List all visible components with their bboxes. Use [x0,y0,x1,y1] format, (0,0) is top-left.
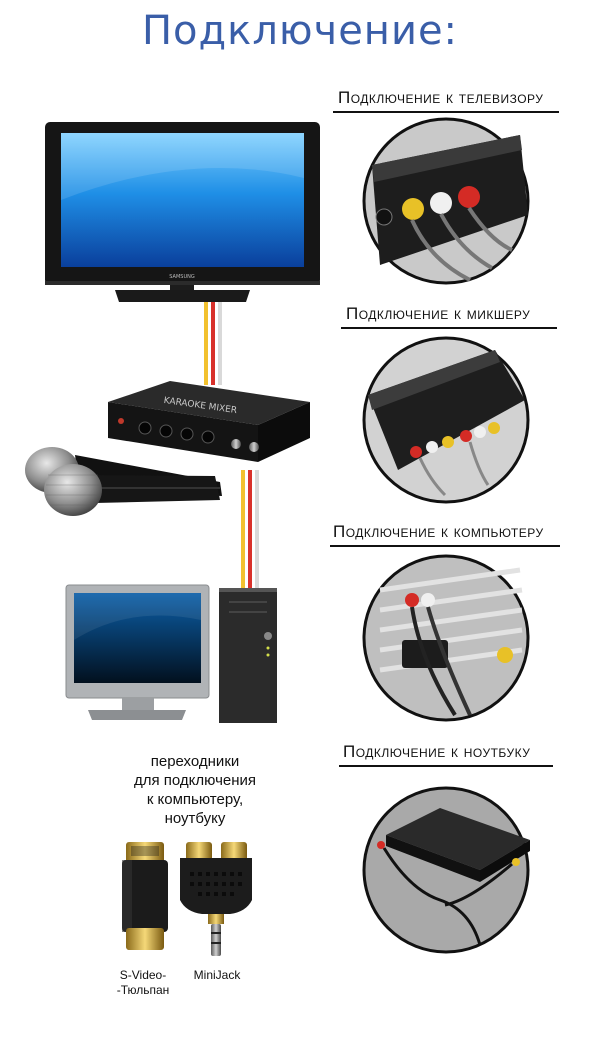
section-label-mixer: Подключение к микшеру [346,304,531,323]
adapters-caption-line-3: к компьютеру, [146,791,244,808]
section-label-tv: Подключение к телевизору [338,88,544,107]
section-rule-computer [330,545,560,547]
section-label-laptop: Подключение к ноутбуку [343,742,531,761]
adapters-caption-line-1: переходники [150,753,240,770]
tv-to-mixer-cables [204,290,222,385]
adapters-caption: переходники для подключения к компьютеру… [95,752,295,828]
section-rule-laptop [339,765,553,767]
section-rule-mixer [341,327,557,329]
laptop-connection-closeup [362,786,530,954]
section-rule-tv [333,111,559,113]
microphones-icon [25,447,222,516]
pc-tower-icon [219,588,277,723]
tv-connection-closeup [362,117,530,285]
section-label-computer: Подключение к компьютеру [333,522,544,541]
svideo-label-line-1: S-Video- [119,968,167,982]
svideo-label-line-2: -Тюльпан [116,983,170,997]
adapters-caption-line-4: ноутбуку [164,810,226,827]
minijack-rca-adapter-icon [180,842,252,956]
svideo-rca-adapter-icon [122,842,168,950]
adapters-caption-line-2: для подключения [133,772,257,789]
page-title: Подключение: [141,8,459,54]
computer-connection-closeup [362,554,530,722]
mixer-to-pc-cables [241,470,259,592]
tv-icon: SAMSUNG [45,122,320,302]
svideo-adapter-label: S-Video- -Тюльпан [100,968,186,998]
minijack-adapter-label: MiniJack [193,968,241,982]
computer-monitor-icon [65,584,210,720]
tv-brand: SAMSUNG [169,274,195,280]
karaoke-mixer-icon: KARAOKE MIXER [108,381,310,462]
mixer-connection-closeup [362,336,530,504]
